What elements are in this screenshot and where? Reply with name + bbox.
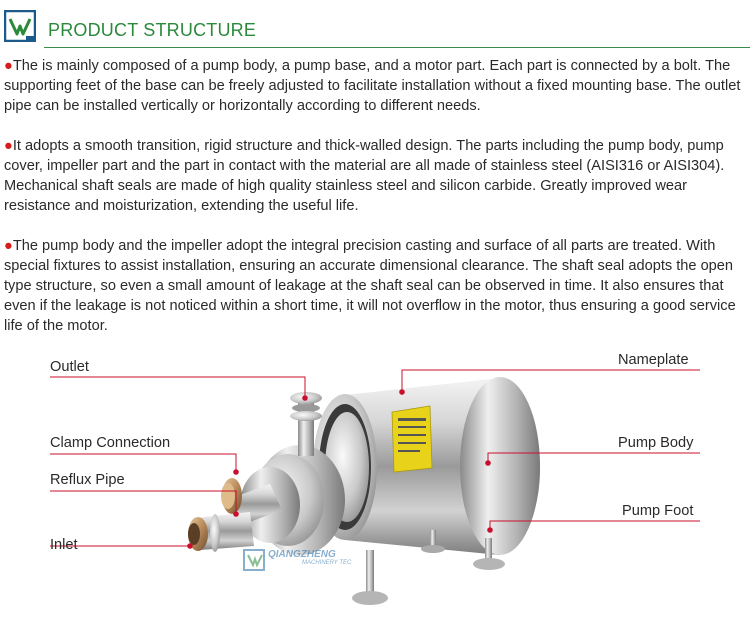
paragraph-composition: ●The is mainly composed of a pump body, … (4, 56, 748, 116)
page-title: PRODUCT STRUCTURE (48, 20, 257, 40)
watermark: QIANGZHENG MACHINERY TEC (268, 549, 351, 566)
paragraph-materials: ●It adopts a smooth transition, rigid st… (4, 136, 748, 216)
pump-diagram: Outlet Clamp Connection Reflux Pipe Inle… (0, 350, 750, 618)
bullet-icon: ● (4, 238, 13, 254)
description: ●The is mainly composed of a pump body, … (4, 56, 748, 356)
label-reflux-pipe: Reflux Pipe (50, 472, 125, 488)
label-inlet: Inlet (50, 537, 78, 553)
bullet-icon: ● (4, 138, 13, 154)
watermark-brand: QIANGZHENG (268, 549, 336, 560)
title-underline (44, 47, 750, 48)
watermark-logo-icon (243, 549, 265, 571)
paragraph-text: The is mainly composed of a pump body, a… (4, 58, 741, 114)
paragraph-text: The pump body and the impeller adopt the… (4, 238, 736, 334)
callout-dots (187, 389, 493, 549)
label-pump-body: Pump Body (618, 435, 694, 451)
pump-illustration (50, 369, 700, 605)
nameplate-plate (391, 405, 433, 473)
brand-logo-icon (4, 10, 36, 42)
label-outlet: Outlet (50, 359, 89, 375)
watermark-sub: MACHINERY TEC (302, 560, 352, 566)
paragraph-casting: ●The pump body and the impeller adopt th… (4, 236, 748, 336)
section-header: PRODUCT STRUCTURE (0, 8, 750, 52)
label-pump-foot: Pump Foot (622, 503, 694, 519)
label-clamp-connection: Clamp Connection (50, 435, 171, 451)
label-nameplate: Nameplate (618, 352, 689, 368)
callout-lines (50, 369, 700, 547)
bullet-icon: ● (4, 58, 13, 74)
paragraph-text: It adopts a smooth transition, rigid str… (4, 138, 725, 214)
